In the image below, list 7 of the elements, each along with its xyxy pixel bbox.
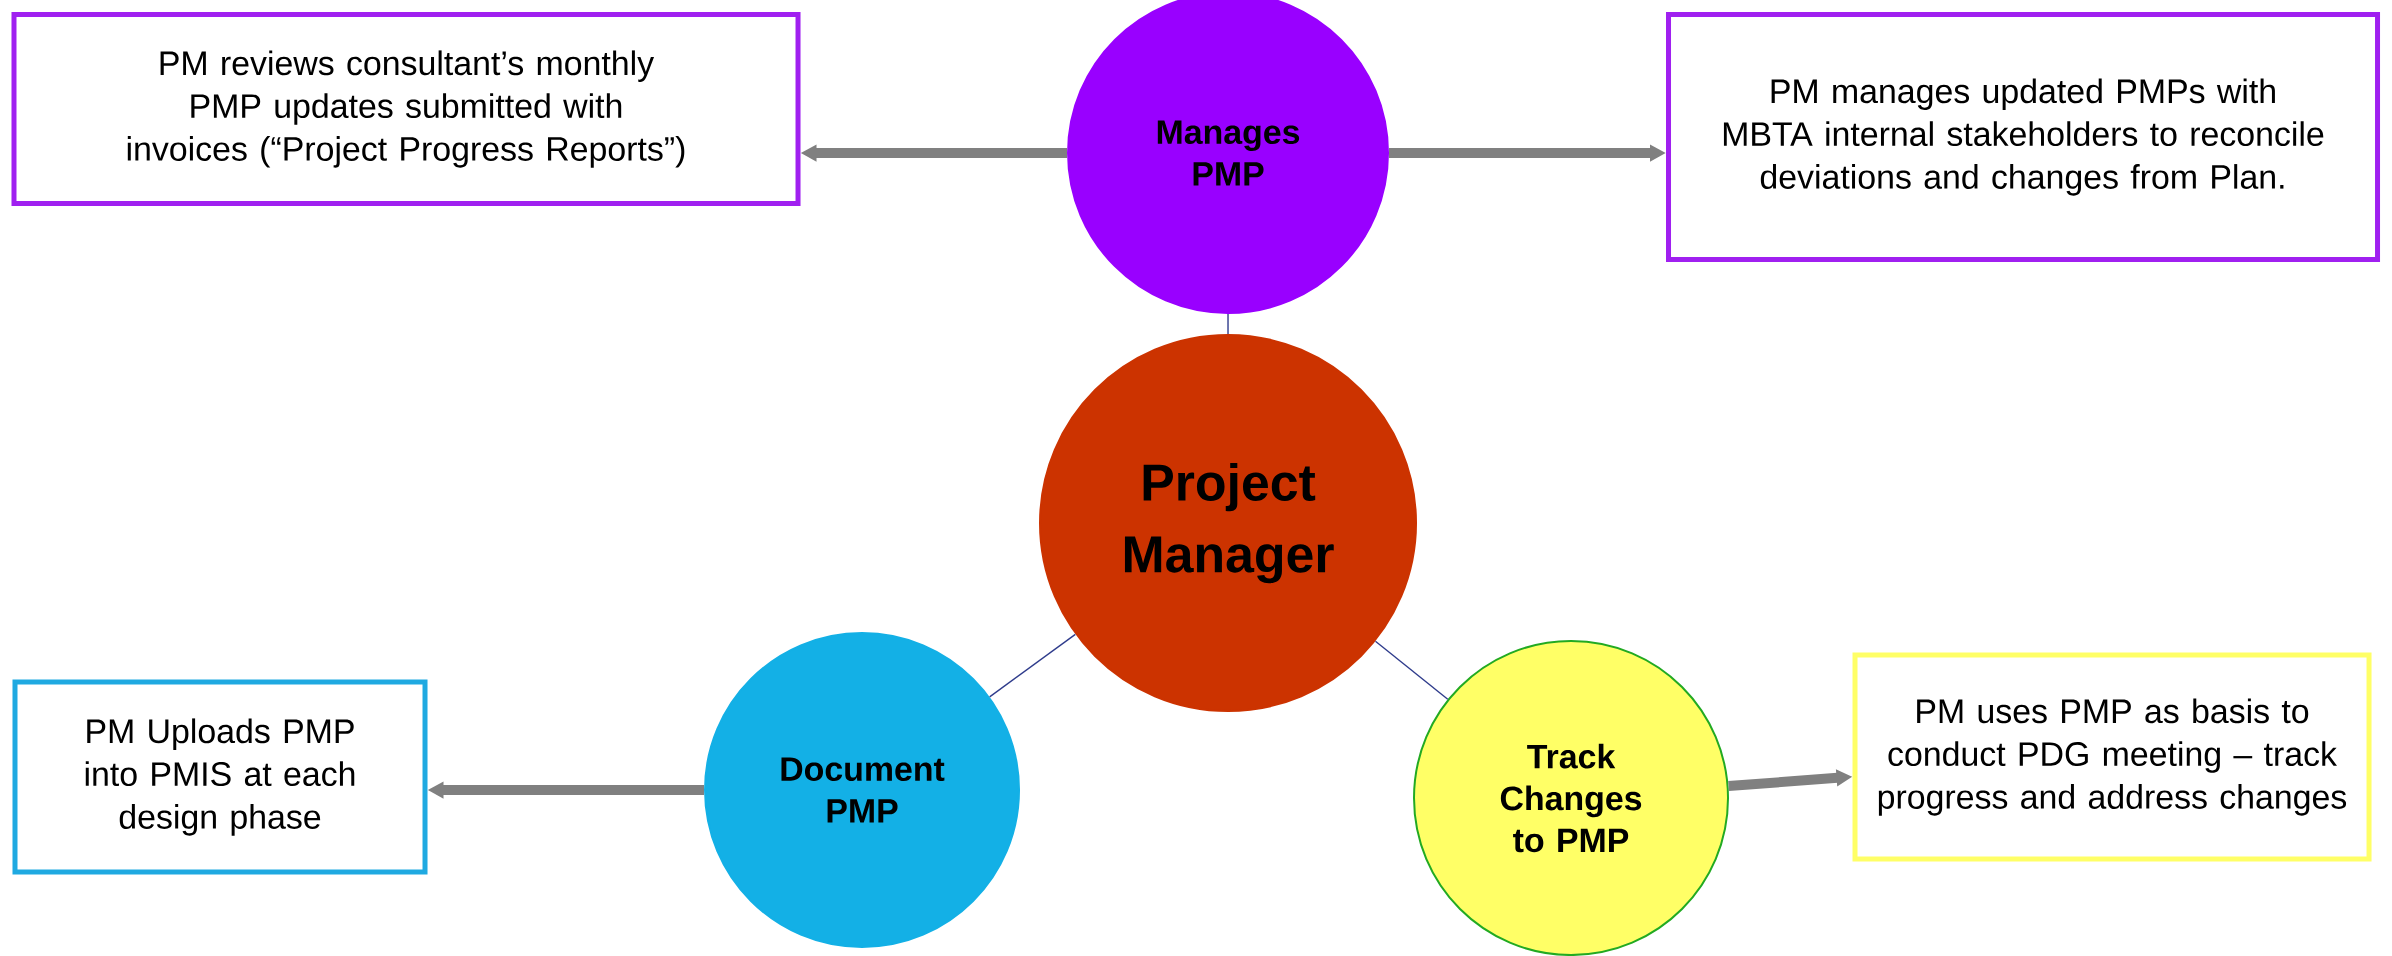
connector-line xyxy=(988,633,1076,698)
connector-line xyxy=(1227,313,1229,335)
text-box: PM manages updated PMPs with MBTA internal stakeholders to reconcile deviations and changes from Plan. xyxy=(1666,12,2381,262)
text-box: PM uses PMP as basis to conduct PDG meeting – track progress and address changes xyxy=(1852,652,2372,862)
text-box: PM reviews consultant’s monthly PMP updates submitted with invoices (“Project Progress Reports”) xyxy=(11,12,801,206)
connector-line xyxy=(1374,640,1449,700)
text-box: PM Uploads PMP into PMIS at each design phase xyxy=(12,679,428,875)
